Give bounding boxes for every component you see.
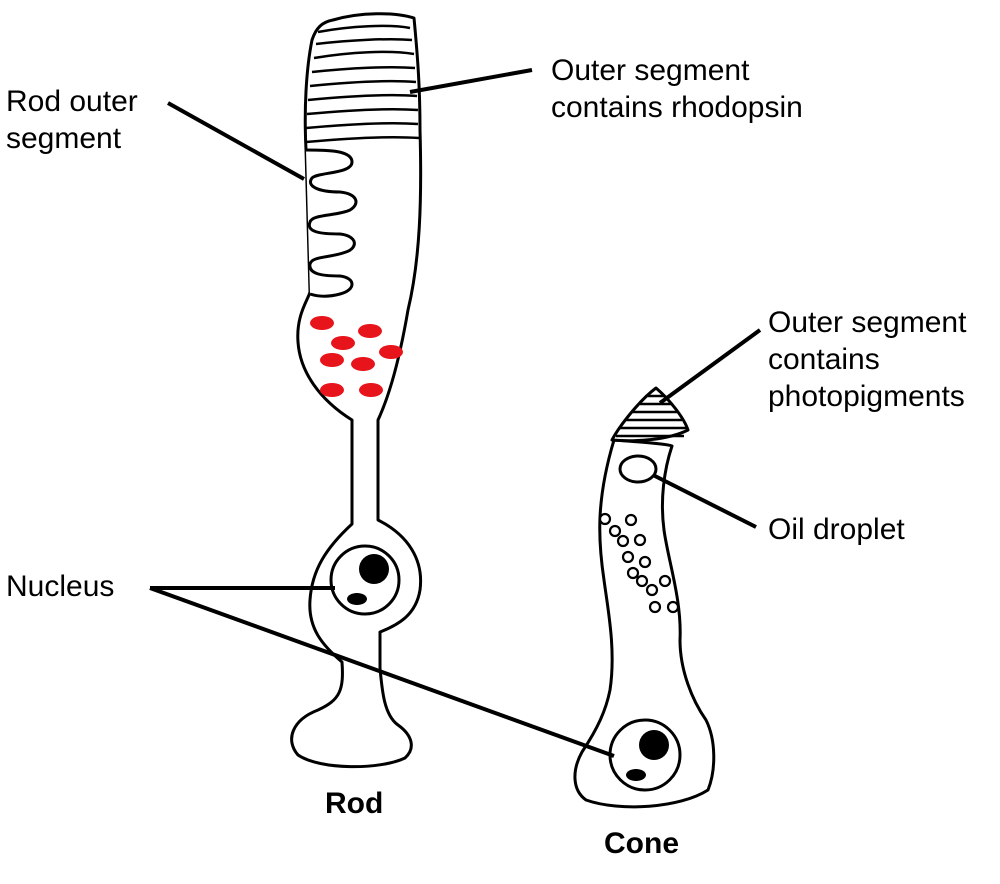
rod-membrane-folds: [305, 148, 358, 298]
rod-discs: [305, 24, 420, 144]
leader-oil-droplet: [652, 473, 757, 529]
oil-droplet-shape: [618, 454, 658, 484]
rod-cell: [290, 12, 423, 769]
leader-lines: [149, 68, 762, 758]
label-rod-outer-segment-line1: Rod outer: [6, 85, 138, 118]
label-photopigments-line2: contains: [768, 343, 880, 376]
cone-cell: [573, 386, 716, 809]
cone-stripes: [616, 394, 686, 438]
caption-cone: Cone: [604, 827, 679, 860]
leader-nucleus-cone: [149, 586, 615, 758]
label-nucleus: Nucleus: [6, 570, 114, 603]
pigment-granule: [331, 336, 355, 350]
leader-photopigments: [658, 328, 762, 405]
pigment-granule: [379, 345, 403, 359]
pigment-granule: [358, 324, 382, 338]
rod-nucleus: [329, 544, 401, 616]
label-rod-outer-segment-line2: segment: [6, 122, 122, 155]
pigment-granule: [320, 353, 344, 367]
pigment-granule: [359, 383, 383, 397]
pigment-granule: [310, 316, 334, 330]
label-oil-droplet: Oil droplet: [768, 513, 905, 546]
label-photopigments-line1: Outer segment: [768, 306, 967, 339]
label-photopigments-line3: photopigments: [768, 380, 965, 413]
leader-rhodopsin: [409, 68, 533, 94]
pigment-granule: [320, 383, 344, 397]
labels: Rod outer segment Outer segment contains…: [6, 54, 967, 860]
pigment-granule: [351, 357, 375, 371]
rod-pigment-granules: [310, 316, 403, 397]
cone-vesicles: [598, 512, 680, 614]
label-rhodopsin-line2: contains rhodopsin: [551, 91, 803, 124]
label-rhodopsin-line1: Outer segment: [551, 54, 750, 87]
caption-rod: Rod: [325, 787, 383, 820]
leader-rod-outer-segment: [167, 101, 305, 181]
cone-nucleus: [608, 718, 682, 792]
